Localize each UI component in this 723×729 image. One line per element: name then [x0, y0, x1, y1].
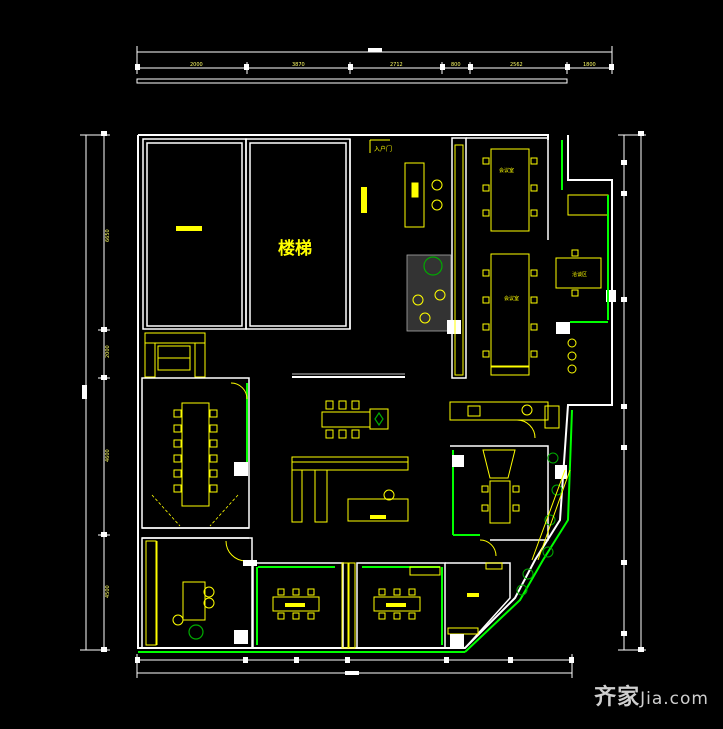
bookshelf [145, 540, 157, 646]
column [556, 322, 570, 334]
watermark-domain: Jia.com [640, 689, 709, 709]
column [452, 455, 464, 467]
door-swing [230, 382, 248, 400]
column [234, 630, 248, 644]
meeting-room-top-right [466, 137, 549, 240]
dim-top-5: 2562 [510, 62, 523, 68]
top-dimension-ticks [135, 48, 614, 70]
dim-left-4: 4500 [105, 585, 111, 598]
room-tag-1: 会议室 [499, 167, 514, 174]
meeting-table-upper [482, 148, 538, 232]
dim-left-2: 2000 [105, 345, 111, 358]
entrance-marker [361, 187, 367, 213]
small-office-right [555, 194, 609, 374]
left-meeting-walls [141, 377, 250, 539]
dim-top-3: 2712 [390, 62, 403, 68]
stair-void-left [142, 138, 247, 330]
right-partition [454, 144, 464, 376]
column [234, 462, 248, 476]
marker-bar [176, 226, 202, 231]
left-dimension-ticks [82, 131, 107, 652]
stair-block [245, 138, 351, 330]
exterior-walls [137, 134, 613, 653]
bottom-rooms-walls [252, 562, 446, 649]
meeting-table-right-mid [481, 449, 520, 524]
meeting-table-middle [482, 253, 538, 376]
dim-top-1: 2000 [190, 62, 203, 68]
column [555, 465, 567, 479]
stair-label: 楼梯 [278, 238, 312, 259]
left-dimension-text: 6650 2000 4600 4500 [105, 229, 111, 598]
meeting-table-bottom-1 [272, 588, 320, 620]
meeting-table-bottom-2 [373, 588, 421, 620]
reception-shelf [404, 162, 443, 228]
central-table [321, 400, 389, 439]
pantry [449, 401, 549, 421]
reception-wall [451, 137, 467, 379]
right-dimension-chain [618, 134, 646, 651]
desk [182, 581, 206, 621]
bar-counter [291, 456, 409, 523]
office-right-mid [450, 445, 549, 541]
dim-top-6: 1800 [583, 62, 596, 68]
dim-left-1: 6650 [105, 229, 111, 242]
column [606, 290, 616, 302]
dim-top-4: 800 [451, 62, 461, 68]
column [450, 634, 464, 648]
plant-bed [406, 254, 452, 332]
projection-lines [151, 494, 239, 527]
dim-left-3: 4600 [105, 449, 111, 462]
right-dimension-ticks [621, 131, 644, 652]
lower-left-office [141, 537, 253, 649]
dim-top-2: 3870 [292, 62, 305, 68]
top-dimension-text: 2000 3870 2712 800 2562 1800 [190, 62, 596, 68]
watermark-brand: 齐家 [594, 685, 641, 710]
room-tag-2: 会议室 [504, 295, 519, 302]
bottom-partitions [256, 566, 443, 645]
planters-diagonal [516, 452, 563, 596]
column [447, 320, 461, 334]
room-tag-3: 洽谈区 [572, 271, 587, 278]
left-cabinets [144, 332, 206, 378]
meeting-table-left [173, 402, 218, 507]
bottom-corridor [341, 562, 356, 649]
plant-icon [188, 624, 204, 640]
watermark: 齐家Jia.com [594, 679, 709, 711]
entrance-label: 入户门 [374, 145, 392, 153]
bottom-dimension-ticks [135, 657, 574, 675]
